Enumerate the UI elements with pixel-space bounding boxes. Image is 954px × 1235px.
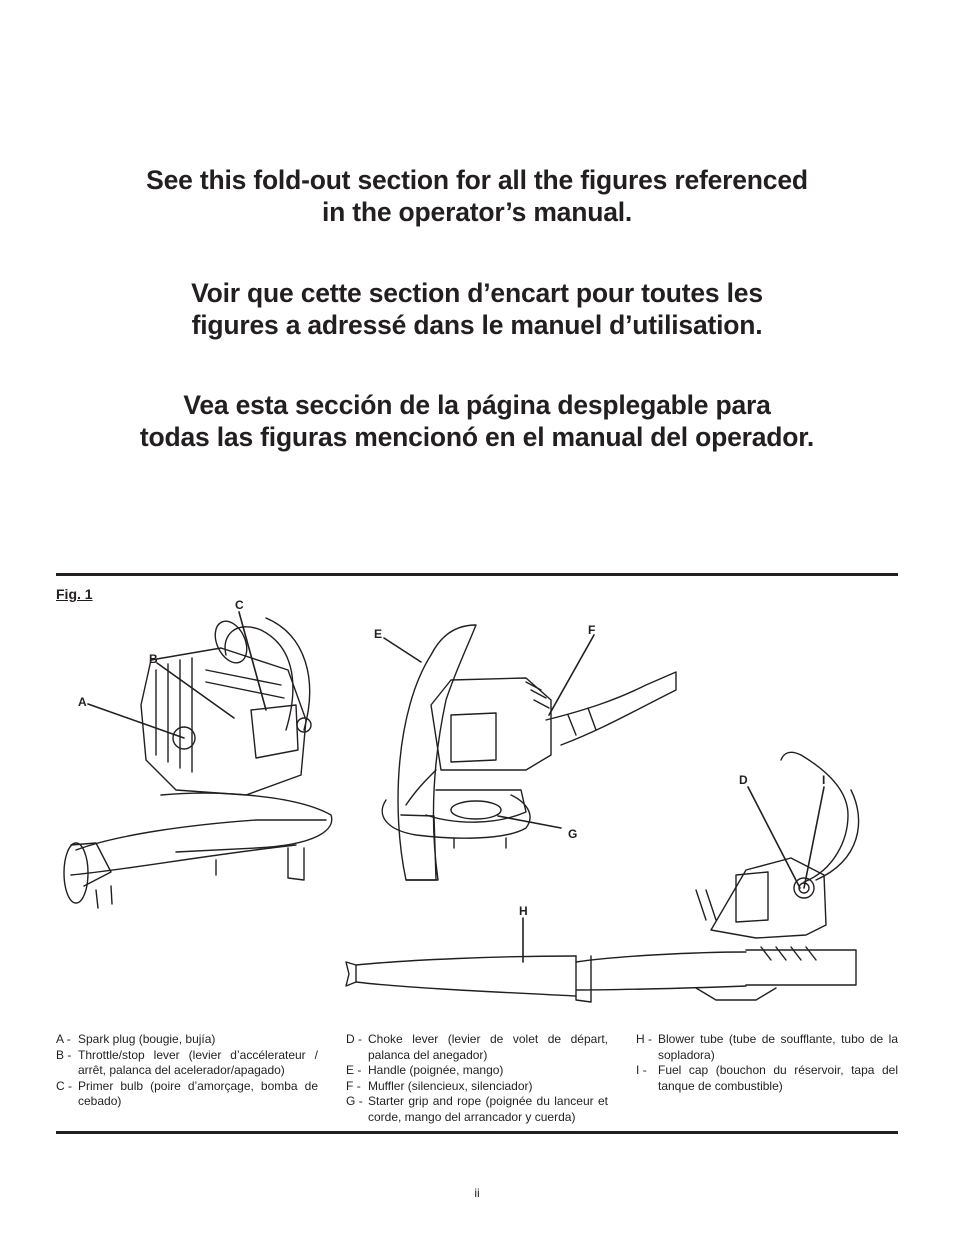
legend-key: C -: [56, 1078, 73, 1093]
callout-g: G: [568, 827, 577, 841]
legend-text: Blower tube (tube de soufflante, tubo de…: [658, 1032, 898, 1062]
legend-column-3: H - Blower tube (tube de soufflante, tub…: [636, 1032, 898, 1094]
legend-key: D -: [346, 1032, 363, 1046]
legend-key: F -: [346, 1078, 361, 1093]
legend-item: G - Starter grip and rope (poignée du la…: [346, 1094, 608, 1125]
legend-column-1: A - Spark plug (bougie, bujía) B - Throt…: [56, 1032, 318, 1110]
legend-item: I - Fuel cap (bouchon du réservoir, tapa…: [636, 1063, 898, 1094]
callout-f: F: [588, 623, 595, 637]
legend-item: H - Blower tube (tube de soufflante, tub…: [636, 1032, 898, 1063]
legend-key: B -: [56, 1047, 72, 1062]
legend-text: Spark plug (bougie, bujía): [78, 1032, 216, 1046]
heading-french-line-1: Voir que cette section d’encart pour tou…: [191, 278, 763, 308]
legend-text: Fuel cap (bouchon du réservoir, tapa del…: [658, 1063, 898, 1093]
heading-english: See this fold-out section for all the fi…: [60, 165, 894, 228]
blower-right-view: [345, 751, 860, 1003]
callout-i: I: [822, 773, 825, 787]
callout-c: C: [235, 598, 244, 612]
legend-item: B - Throttle/stop lever (levier d’accéle…: [56, 1048, 318, 1079]
legend-key: G -: [346, 1094, 363, 1108]
legend-key: H -: [636, 1032, 653, 1046]
page-number: ii: [474, 1186, 480, 1200]
legend-text: Choke lever (levier de volet de départ, …: [368, 1032, 608, 1062]
callout-h: H: [519, 904, 528, 918]
legend-item: F - Muffler (silencieux, silenciador): [346, 1079, 608, 1095]
legend-key: A -: [56, 1032, 71, 1046]
heading-spanish: Vea esta sección de la página desplegabl…: [60, 390, 894, 453]
legend-text: Starter grip and rope (poignée du lanceu…: [368, 1094, 608, 1124]
legend-item: E - Handle (poignée, mango): [346, 1063, 608, 1079]
heading-english-line-2: in the operator’s manual.: [321, 196, 633, 227]
callout-leaders: [87, 611, 825, 963]
callout-a: A: [78, 695, 87, 709]
figure-top-rule: [56, 573, 898, 576]
heading-spanish-line-1: Vea esta sección de la página desplegabl…: [183, 390, 771, 420]
blower-left-view: [63, 617, 333, 909]
blower-center-view: [381, 624, 677, 881]
heading-french: Voir que cette section d’encart pour tou…: [60, 278, 894, 341]
legend-text: Handle (poignée, mango): [368, 1063, 504, 1077]
figure-label: Fig. 1: [56, 586, 93, 602]
legend-key: I -: [636, 1063, 647, 1077]
legend-text: Primer bulb (poire d’amorçage, bomba de …: [78, 1078, 318, 1109]
legend-item: A - Spark plug (bougie, bujía): [56, 1032, 318, 1048]
figure-illustration: A B C D E F G H I: [63, 598, 860, 1003]
callout-b: B: [149, 652, 158, 666]
heading-english-line-1: See this fold-out section for all the fi…: [146, 165, 808, 195]
legend-text: Muffler (silencieux, silenciador): [368, 1078, 533, 1093]
legend-column-2: D - Choke lever (levier de volet de dépa…: [346, 1032, 608, 1125]
legend-item: C - Primer bulb (poire d’amorçage, bomba…: [56, 1079, 318, 1110]
figure-bottom-rule: [56, 1131, 898, 1134]
legend-item: D - Choke lever (levier de volet de dépa…: [346, 1032, 608, 1063]
heading-french-line-2: figures a adressé dans le manuel d’utili…: [191, 309, 763, 340]
callout-e: E: [374, 627, 382, 641]
heading-spanish-line-2: todas las figuras mencionó en el manual …: [139, 421, 815, 452]
legend-text: Throttle/stop lever (levier d’accélerate…: [78, 1047, 318, 1078]
legend-key: E -: [346, 1063, 362, 1077]
callout-d: D: [739, 773, 748, 787]
